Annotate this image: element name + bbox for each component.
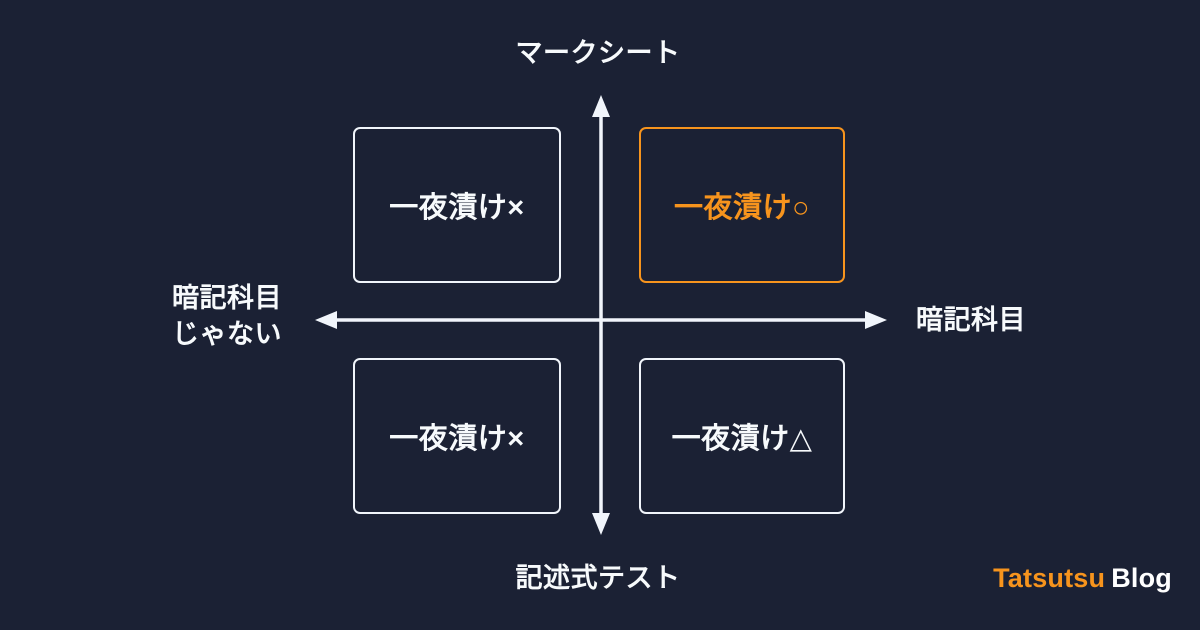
brand-name-secondary: Blog (1111, 563, 1172, 593)
quadrant-box-top-right[interactable]: 一夜漬け○ (639, 127, 845, 283)
axis-arrow-left (315, 311, 337, 329)
quadrant-box-top-left[interactable]: 一夜漬け× (353, 127, 561, 283)
axis-label-left: 暗記科目 じゃない (162, 280, 292, 353)
axis-label-left-line2: じゃない (172, 319, 282, 350)
axis-arrow-up (592, 95, 610, 117)
axis-arrow-down (592, 513, 610, 535)
quadrant-box-bottom-right[interactable]: 一夜漬け△ (639, 358, 845, 514)
axis-label-left-line1: 暗記科目 (172, 283, 282, 313)
quadrant-label-top-right: 一夜漬け○ (673, 192, 811, 224)
axis-label-right: 暗記科目 (916, 305, 1026, 335)
axis-label-top: マークシート (515, 38, 681, 68)
brand-name-primary: Tatsutsu (993, 563, 1106, 593)
quadrant-label-top-left: 一夜漬け× (389, 192, 525, 224)
quadrant-label-bottom-right: 一夜漬け△ (671, 423, 813, 455)
quadrant-box-bottom-left[interactable]: 一夜漬け× (353, 358, 561, 514)
axis-label-bottom: 記述式テスト (515, 563, 681, 593)
axis-arrow-right (865, 311, 887, 329)
quadrant-label-bottom-left: 一夜漬け× (389, 423, 525, 455)
